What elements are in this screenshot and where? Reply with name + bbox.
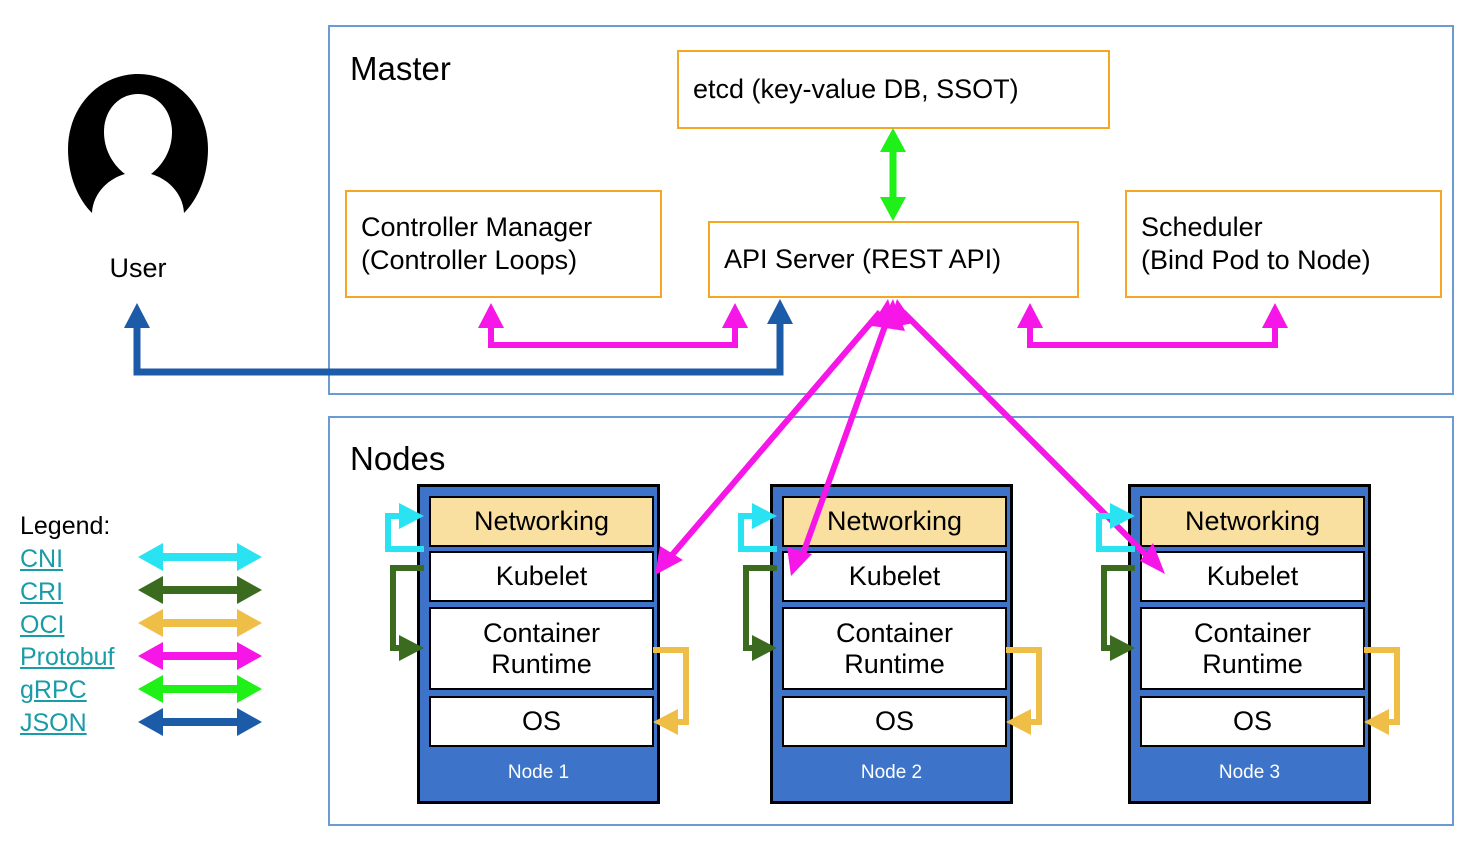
node-3-box[interactable]: Networking Kubelet Container Runtime OS … (1128, 484, 1371, 804)
node-3-networking-label: Networking (1184, 506, 1321, 537)
api-server-box[interactable]: API Server (REST API) (708, 221, 1079, 298)
node-2-layer-container-runtime[interactable]: Container Runtime (782, 607, 1007, 690)
legend-label-oci[interactable]: OCI (20, 611, 65, 639)
api-server-label: API Server (REST API) (724, 244, 1002, 275)
user-avatar-icon (68, 74, 208, 213)
etcd-label: etcd (key-value DB, SSOT) (693, 74, 1019, 105)
node-2-container-runtime-label: Container Runtime (835, 618, 954, 679)
node-3-layer-container-runtime[interactable]: Container Runtime (1140, 607, 1365, 690)
legend-swatch-grpc (138, 675, 262, 703)
legend-label-protobuf[interactable]: Protobuf (20, 643, 115, 671)
node-1-container-runtime-label: Container Runtime (482, 618, 601, 679)
node-1-networking-label: Networking (473, 506, 610, 537)
legend-swatch-cni (138, 543, 262, 571)
scheduler-label-line2: (Bind Pod to Node) (1141, 245, 1371, 275)
legend-swatch-cri (138, 576, 262, 604)
node-2-networking-label: Networking (826, 506, 963, 537)
legend-label-json[interactable]: JSON (20, 709, 87, 737)
node-3-kubelet-label: Kubelet (1206, 561, 1299, 592)
user-label: User (109, 253, 167, 283)
node-1-layer-os[interactable]: OS (429, 696, 654, 747)
legend-swatch-oci (138, 609, 262, 637)
node-2-os-label: OS (874, 706, 914, 737)
node-1-box[interactable]: Networking Kubelet Container Runtime OS … (417, 484, 660, 804)
controller-manager-label-line1: Controller Manager (361, 212, 593, 243)
node-2-layer-os[interactable]: OS (782, 696, 1007, 747)
node-3-os-label: OS (1232, 706, 1272, 737)
legend-label-cri[interactable]: CRI (20, 578, 64, 606)
legend-label-grpc[interactable]: gRPC (20, 676, 87, 704)
etcd-box[interactable]: etcd (key-value DB, SSOT) (677, 50, 1110, 129)
node-2-label: Node 2 (860, 762, 923, 783)
node-2-box[interactable]: Networking Kubelet Container Runtime OS … (770, 484, 1013, 804)
controller-manager-label-line2: (Controller Loops) (361, 245, 578, 275)
node-3-layer-kubelet[interactable]: Kubelet (1140, 551, 1365, 602)
node-3-label: Node 3 (1218, 762, 1281, 783)
legend-title: Legend: (20, 512, 111, 540)
legend-label-cni[interactable]: CNI (20, 545, 64, 573)
nodes-group-title: Nodes (350, 440, 446, 477)
node-1-layer-container-runtime[interactable]: Container Runtime (429, 607, 654, 690)
legend-swatch-json (138, 708, 262, 736)
node-2-layer-networking[interactable]: Networking (782, 496, 1007, 547)
node-2-layer-kubelet[interactable]: Kubelet (782, 551, 1007, 602)
master-group-title: Master (350, 50, 451, 87)
controller-manager-box[interactable]: Controller Manager (Controller Loops) (345, 190, 662, 298)
scheduler-box[interactable]: Scheduler (Bind Pod to Node) (1125, 190, 1442, 298)
legend-swatch-protobuf (138, 642, 262, 670)
node-3-layer-os[interactable]: OS (1140, 696, 1365, 747)
node-1-layer-kubelet[interactable]: Kubelet (429, 551, 654, 602)
node-1-label: Node 1 (507, 762, 570, 783)
node-2-kubelet-label: Kubelet (848, 561, 941, 592)
node-1-os-label: OS (521, 706, 561, 737)
node-3-container-runtime-label: Container Runtime (1193, 618, 1312, 679)
node-1-layer-networking[interactable]: Networking (429, 496, 654, 547)
scheduler-label-line1: Scheduler (1141, 212, 1263, 243)
node-1-kubelet-label: Kubelet (495, 561, 588, 592)
node-3-layer-networking[interactable]: Networking (1140, 496, 1365, 547)
